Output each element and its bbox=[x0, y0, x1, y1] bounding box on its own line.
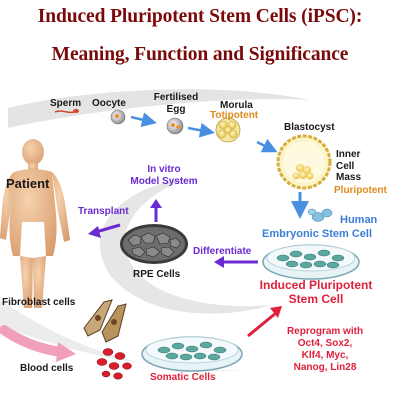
label-totipotent: Totipotent bbox=[210, 110, 259, 121]
label-patient: Patient bbox=[6, 176, 50, 191]
swoosh-background bbox=[0, 89, 310, 372]
oocyte-icon bbox=[110, 109, 126, 125]
arrow-egg-to-morula bbox=[187, 122, 215, 138]
label-rpe-cells: RPE Cells bbox=[133, 269, 181, 280]
label-in-vitro-model-system: In vitro Model System bbox=[130, 164, 198, 187]
label-inner-cell-mass: Inner Cell Mass bbox=[336, 149, 362, 183]
label-embryonic-stem-cell: Embryonic Stem Cell bbox=[262, 228, 373, 240]
label-fibroblast-cells: Fibroblast cells bbox=[2, 297, 76, 308]
arrow-patient-to-cells bbox=[0, 325, 67, 357]
somatic-cells-petri-dish bbox=[141, 336, 243, 372]
label-pluripotent: Pluripotent bbox=[334, 185, 387, 196]
ipsc-petri-dish bbox=[262, 244, 360, 280]
arrow-transplant bbox=[95, 223, 121, 234]
arrow-morula-to-blastocyst bbox=[256, 138, 278, 153]
blood-cells-icon bbox=[96, 348, 132, 380]
blastocyst-icon bbox=[276, 134, 332, 190]
label-fertilised-egg: Fertilised Egg bbox=[153, 92, 199, 115]
label-blood-cells: Blood cells bbox=[20, 363, 74, 374]
sperm-icon bbox=[54, 109, 79, 114]
page-title-line-2: Meaning, Function and Significance bbox=[51, 44, 349, 65]
label-morula: Morula bbox=[220, 100, 253, 111]
rpe-cells-icon bbox=[120, 224, 188, 264]
label-human: Human bbox=[340, 214, 378, 226]
patient-figure bbox=[0, 139, 70, 308]
morula-icon bbox=[215, 117, 241, 143]
fibroblast-cells-icon bbox=[83, 299, 127, 343]
label-transplant: Transplant bbox=[78, 206, 129, 217]
arrow-reprogram bbox=[247, 311, 277, 338]
label-oocyte: Oocyte bbox=[92, 98, 126, 109]
label-sperm: Sperm bbox=[50, 98, 82, 109]
embryonic-stem-cell-icon bbox=[307, 208, 333, 222]
label-somatic-cells: Somatic Cells bbox=[150, 372, 216, 383]
label-reprogram-factors: Reprogram with Oct4, Sox2, Klf4, Myc, Na… bbox=[286, 326, 364, 373]
page-title-line-1: Induced Pluripotent Stem Cells (iPSC): bbox=[37, 6, 363, 27]
label-blastocyst: Blastocyst bbox=[284, 122, 335, 133]
label-induced-pluripotent-stem-cell: Induced Pluripotent Stem Cell bbox=[259, 278, 373, 306]
label-differentiate: Differentiate bbox=[193, 246, 252, 257]
fertilised-egg-icon bbox=[166, 117, 184, 135]
arrow-oocyte-to-egg bbox=[130, 112, 157, 127]
